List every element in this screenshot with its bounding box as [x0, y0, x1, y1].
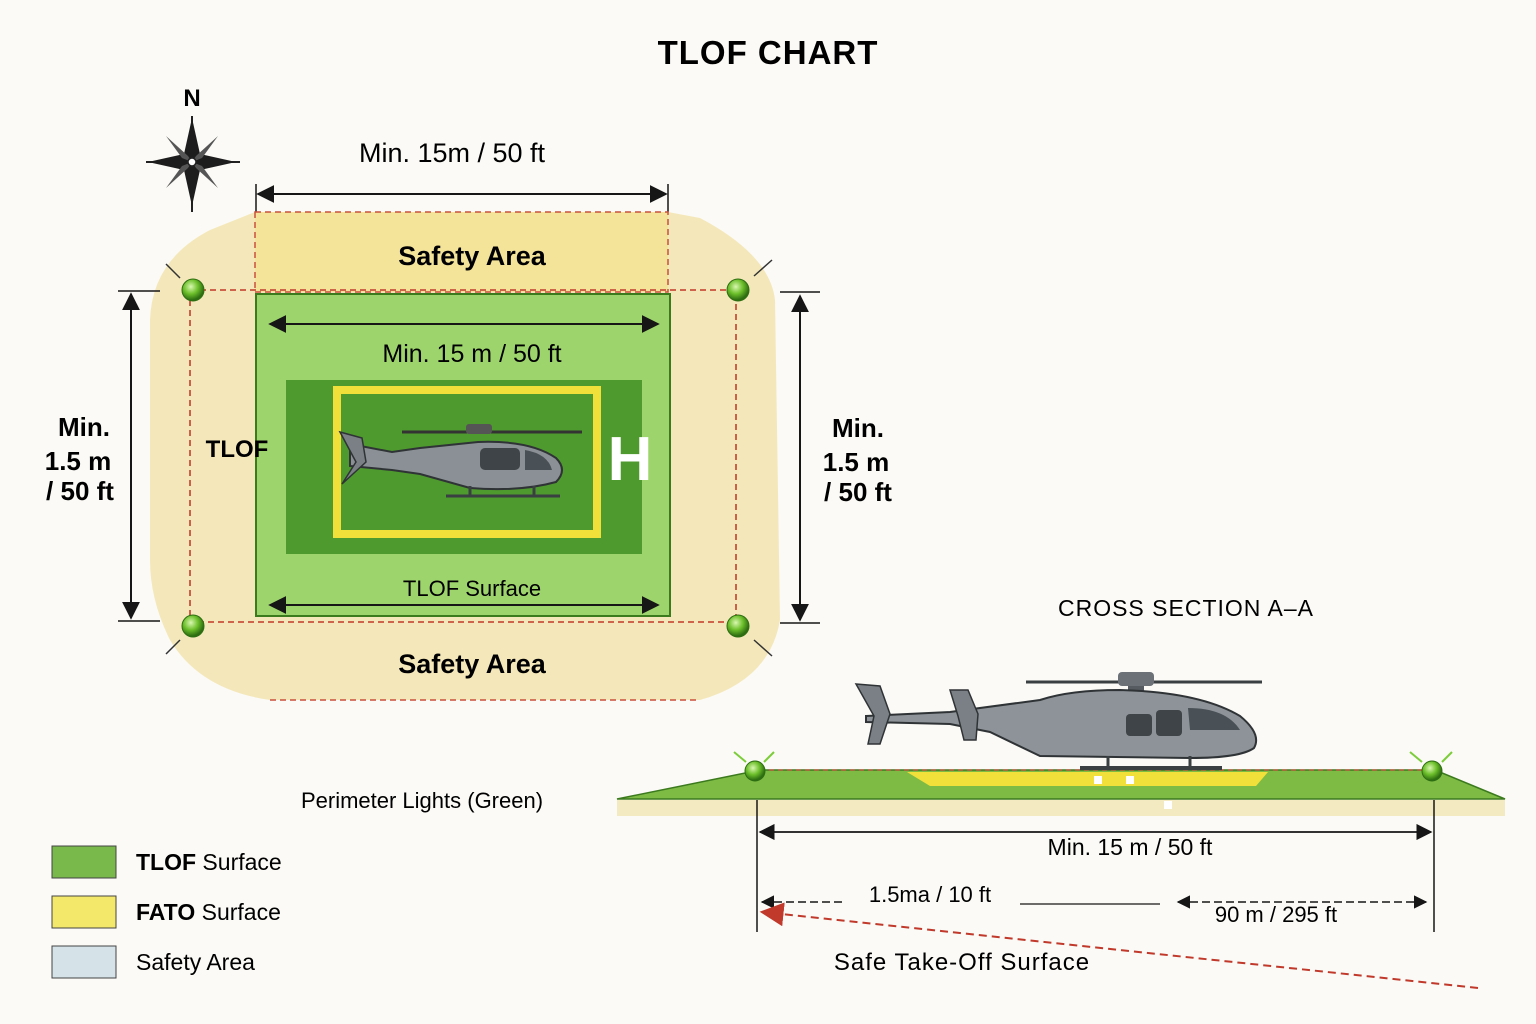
perimeter-light-icon	[1409, 751, 1453, 782]
safety-area-top-label: Safety Area	[398, 241, 547, 271]
legend-item-safety-area: Safety Area	[51, 945, 255, 979]
helicopter-side-icon	[854, 672, 1262, 770]
cross-width-dimension: Min. 15 m / 50 ft	[1048, 834, 1214, 860]
svg-text:FATO Surface: FATO Surface	[136, 899, 281, 925]
legend-label: Safety Area	[136, 949, 255, 975]
safety-area-bottom-label: Safety Area	[398, 649, 547, 679]
svg-text:Safety Area: Safety Area	[136, 949, 255, 975]
legend-label: Surface	[195, 899, 281, 925]
fato-top-strip	[254, 211, 669, 293]
right-dimension-line-3: / 50 ft	[824, 477, 892, 507]
compass-rose-icon: N	[146, 85, 240, 212]
legend-label-bold: FATO	[136, 899, 195, 925]
page-title: TLOF CHART	[658, 34, 879, 71]
cross-section-title: CROSS SECTION A–A	[1058, 595, 1314, 621]
touchdown-marking	[333, 386, 601, 538]
legend-item-fato: FATO Surface	[51, 895, 281, 929]
tlof-surface-label: TLOF Surface	[403, 576, 541, 601]
left-offset-dimension: 1.5ma / 10 ft	[869, 882, 991, 907]
tlof-label: TLOF	[206, 436, 269, 463]
inner-width-dimension: Min. 15 m / 50 ft	[382, 340, 561, 368]
legend-swatch	[51, 895, 117, 929]
fato-boundary	[189, 289, 737, 623]
right-dimension-line-1: Min.	[832, 413, 884, 443]
perimeter-light-icon	[165, 614, 205, 655]
legend-swatch	[51, 845, 117, 879]
right-offset-dimension: 90 m / 295 ft	[1215, 902, 1337, 927]
legend-label-bold: TLOF	[136, 849, 196, 875]
left-dimension-line-3: / 50 ft	[46, 476, 114, 506]
top-width-dimension: Min. 15m / 50 ft	[359, 138, 546, 168]
perimeter-light-icon	[726, 614, 773, 657]
takeoff-surface-line	[759, 902, 1479, 989]
right-dimension-line-2: 1.5 m	[823, 447, 890, 477]
legend-item-tlof: TLOF Surface	[51, 845, 282, 879]
perimeter-light-icon	[726, 259, 773, 302]
helicopter-top-icon	[338, 424, 582, 498]
left-dimension-line-1: Min.	[58, 412, 110, 442]
legend: TLOF Surface FATO Surface Safety Area	[51, 845, 282, 979]
left-dimension-line-2: 1.5 m	[45, 446, 112, 476]
perimeter-light-icon	[165, 263, 205, 302]
legend-label: Surface	[196, 849, 282, 875]
perimeter-light-icon	[733, 751, 775, 782]
compass-north-label: N	[183, 85, 200, 112]
perimeter-lights-label: Perimeter Lights (Green)	[301, 788, 543, 813]
legend-swatch	[51, 945, 117, 979]
svg-text:TLOF Surface: TLOF Surface	[136, 849, 282, 875]
helipad-h-marking: H	[608, 425, 653, 494]
takeoff-surface-label: Safe Take-Off Surface	[834, 949, 1090, 976]
cross-section-ground	[616, 769, 1506, 816]
